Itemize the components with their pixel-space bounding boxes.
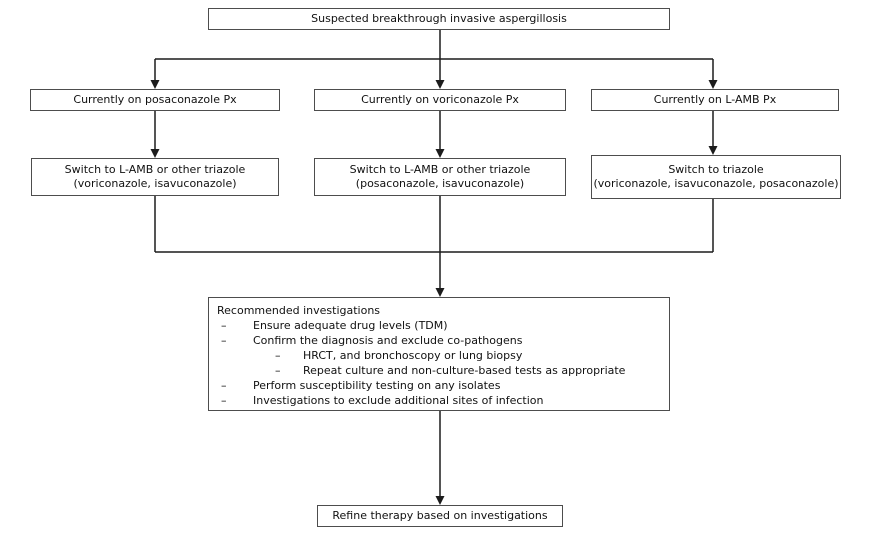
investigation-subitem: – Repeat culture and non-culture-based t… xyxy=(217,363,661,378)
connector-top-split xyxy=(150,30,718,89)
investigation-text: Ensure adequate drug levels (TDM) xyxy=(253,319,448,332)
node-recommended-investigations: Recommended investigations – Ensure adeq… xyxy=(208,297,670,411)
arrowhead-to-lamb xyxy=(708,80,718,89)
arrowhead-switch-right xyxy=(708,146,718,155)
dash-glyph: – xyxy=(221,334,227,347)
node-currently-lamb: Currently on L-AMB Px xyxy=(591,89,839,111)
node-switch-triazole: Switch to triazole (voriconazole, isavuc… xyxy=(591,155,841,199)
node-suspected-aspergillosis: Suspected breakthrough invasive aspergil… xyxy=(208,8,670,30)
connector-row2-row3 xyxy=(150,111,718,158)
investigation-item: – Investigations to exclude additional s… xyxy=(217,393,661,408)
node-label-line1: Switch to L-AMB or other triazole xyxy=(64,162,246,176)
node-switch-lamb-or-triazole-2: Switch to L-AMB or other triazole (posac… xyxy=(314,158,566,196)
node-label: Suspected breakthrough invasive aspergil… xyxy=(311,11,567,25)
dash-glyph: – xyxy=(221,319,227,332)
investigation-subitem: – HRCT, and bronchoscopy or lung biopsy xyxy=(217,348,661,363)
node-label-line2: (voriconazole, isavuconazole) xyxy=(73,177,237,190)
arrowhead-to-voriconazole xyxy=(435,80,445,89)
node-currently-voriconazole: Currently on voriconazole Px xyxy=(314,89,566,111)
dash-glyph: – xyxy=(221,394,227,407)
investigation-text: Repeat culture and non-culture-based tes… xyxy=(303,364,626,377)
arrowhead-switch-left xyxy=(150,149,160,158)
investigation-item: – Confirm the diagnosis and exclude co-p… xyxy=(217,333,661,348)
node-label-line2: (posaconazole, isavuconazole) xyxy=(355,177,525,190)
investigation-text: Investigations to exclude additional sit… xyxy=(253,394,544,407)
dash-glyph: – xyxy=(275,364,281,377)
connector-investigations-bottom xyxy=(435,411,445,505)
dash-glyph: – xyxy=(275,349,281,362)
investigation-item: – Perform susceptibility testing on any … xyxy=(217,378,661,393)
investigation-text: HRCT, and bronchoscopy or lung biopsy xyxy=(303,349,523,362)
node-label: Refine therapy based on investigations xyxy=(332,508,548,522)
node-label: Currently on posaconazole Px xyxy=(73,92,237,106)
arrowhead-to-refine-therapy xyxy=(435,496,445,505)
node-label: Currently on voriconazole Px xyxy=(361,92,519,106)
node-currently-posaconazole: Currently on posaconazole Px xyxy=(30,89,280,111)
node-label: Currently on L-AMB Px xyxy=(653,92,777,106)
dash-glyph: – xyxy=(221,379,227,392)
node-label-line2: (voriconazole, isavuconazole, posaconazo… xyxy=(593,177,839,190)
node-label-line1: Switch to triazole xyxy=(668,162,764,176)
arrowhead-switch-mid xyxy=(435,149,445,158)
node-switch-lamb-or-triazole-1: Switch to L-AMB or other triazole (voric… xyxy=(31,158,279,196)
investigation-text: Perform susceptibility testing on any is… xyxy=(253,379,501,392)
investigation-item: – Ensure adequate drug levels (TDM) xyxy=(217,318,661,333)
arrowhead-to-posaconazole xyxy=(150,80,160,89)
investigation-text: Confirm the diagnosis and exclude co-pat… xyxy=(253,334,523,347)
arrowhead-to-investigations xyxy=(435,288,445,297)
investigations-title: Recommended investigations xyxy=(217,304,381,317)
node-label-line1: Switch to L-AMB or other triazole xyxy=(349,162,531,176)
node-refine-therapy: Refine therapy based on investigations xyxy=(317,505,563,527)
connector-merge-investigations xyxy=(154,196,714,297)
